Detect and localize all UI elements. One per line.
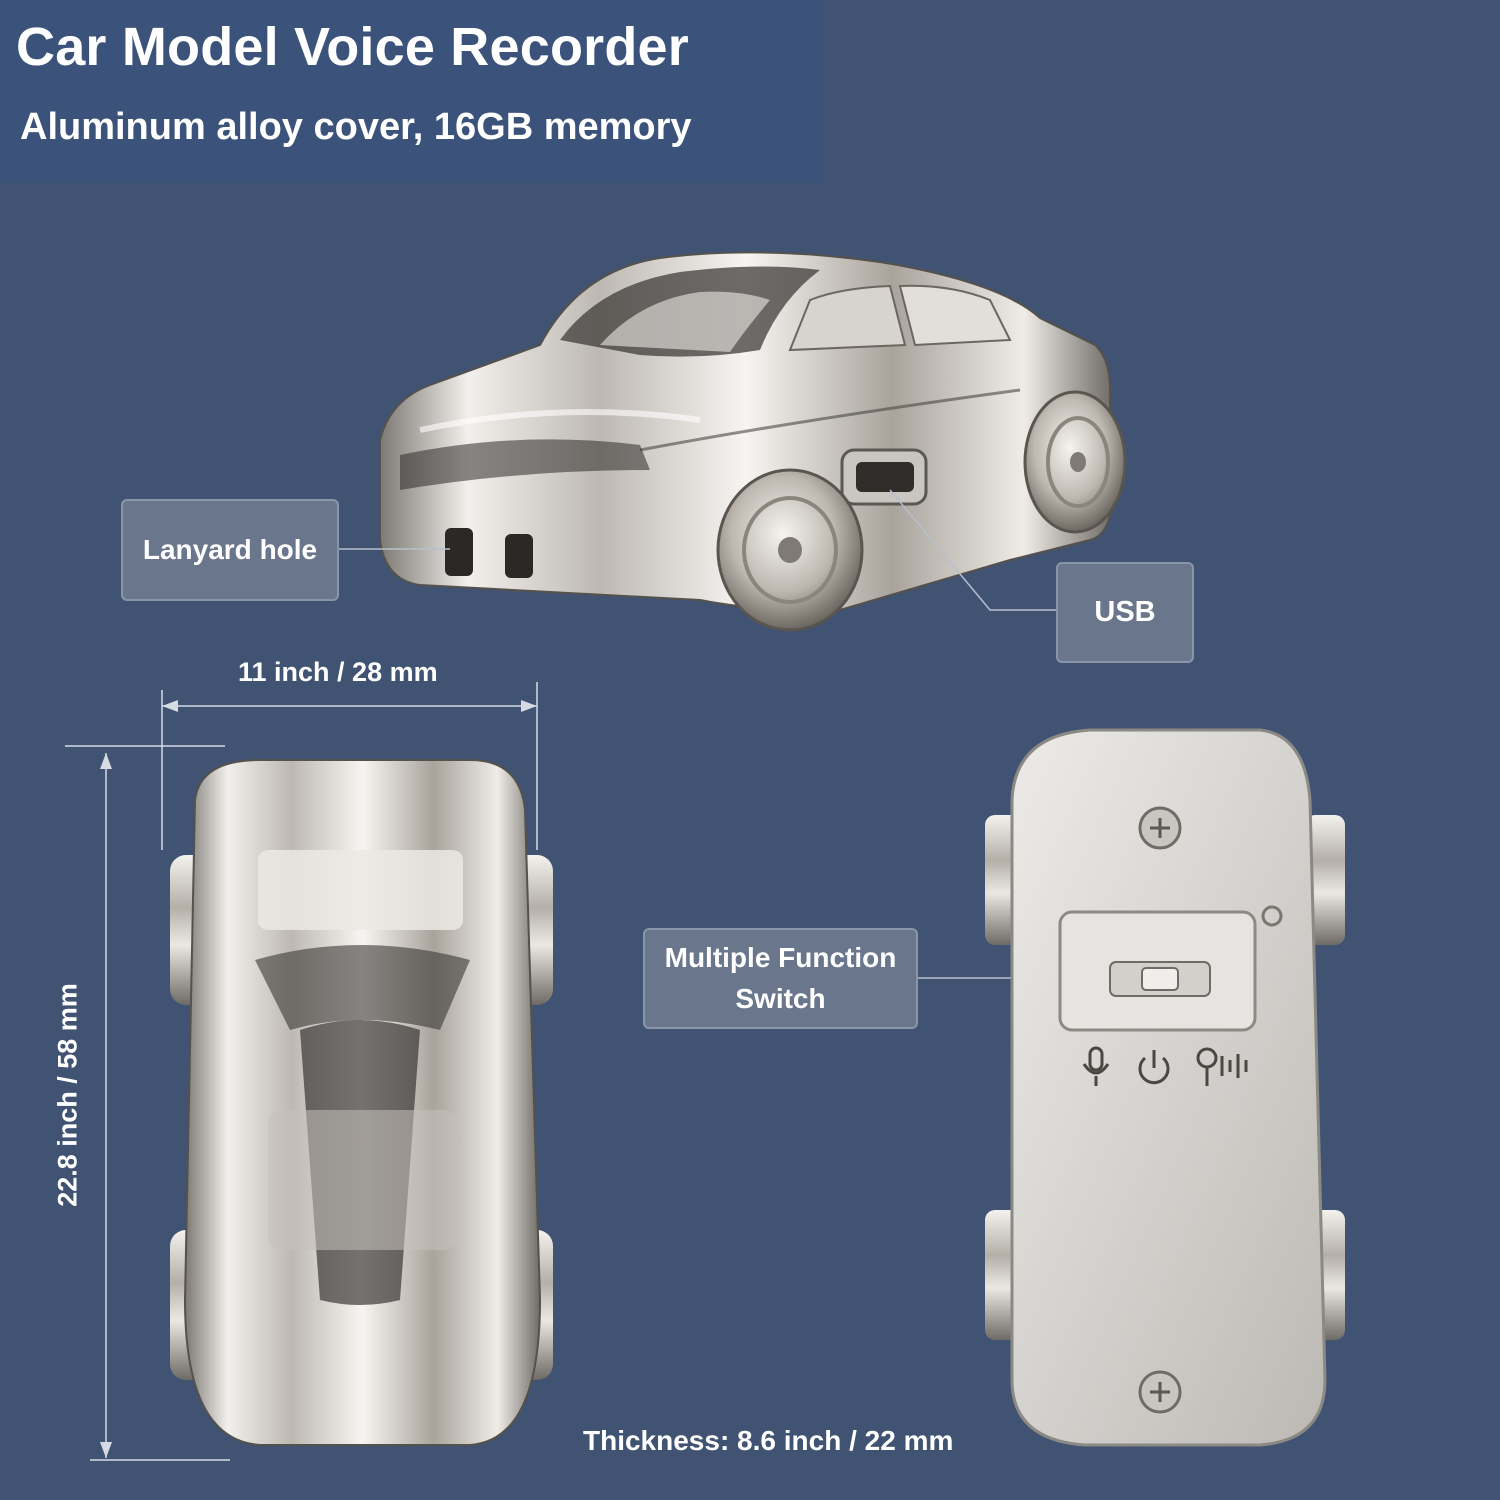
page-title: Car Model Voice Recorder bbox=[16, 17, 689, 77]
car-side-view bbox=[379, 251, 1127, 632]
dimension-lines bbox=[65, 682, 538, 1461]
car-top-view bbox=[170, 759, 553, 1446]
key-playback-icon bbox=[1196, 1047, 1248, 1086]
switch-callout: Multiple Function Switch bbox=[643, 928, 918, 1029]
usb-label: USB bbox=[1094, 596, 1156, 629]
lanyard-slot bbox=[505, 534, 533, 578]
height-dimension-label: 22.8 inch / 58 mm bbox=[52, 983, 83, 1207]
lanyard-slot bbox=[445, 528, 473, 576]
car-underside-view bbox=[985, 728, 1345, 1447]
page-subtitle: Aluminum alloy cover, 16GB memory bbox=[20, 106, 692, 148]
width-dimension-label: 11 inch / 28 mm bbox=[238, 657, 438, 687]
switch-label-line1: Multiple Function bbox=[664, 941, 897, 973]
lanyard-hole-callout: Lanyard hole bbox=[121, 499, 339, 601]
usb-callout: USB bbox=[1056, 562, 1194, 663]
header-band bbox=[0, 0, 822, 183]
lanyard-hole-label: Lanyard hole bbox=[142, 533, 318, 565]
front-wheel bbox=[716, 468, 864, 632]
rear-wheel bbox=[1023, 390, 1127, 534]
screw-bottom bbox=[1138, 1370, 1182, 1414]
microphone-icon bbox=[1082, 1046, 1110, 1086]
screw-top bbox=[1138, 806, 1182, 850]
thickness-label: Thickness: 8.6 inch / 22 mm bbox=[583, 1425, 954, 1456]
power-icon bbox=[1138, 1050, 1170, 1085]
switch-label-line2: Switch bbox=[735, 982, 826, 1014]
